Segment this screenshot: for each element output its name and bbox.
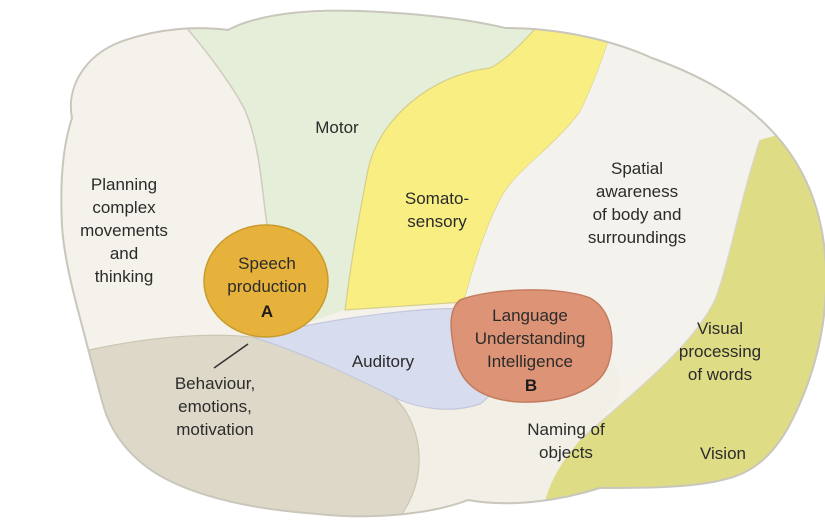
speech-marker-a: A: [260, 302, 274, 321]
visual-words-label: Visual processing of words: [678, 319, 762, 384]
language-marker-b: B: [524, 376, 538, 395]
vision-label: Vision: [700, 444, 746, 463]
speech-production-label: Speech production: [227, 254, 307, 296]
occipital-region: [540, 120, 825, 517]
naming-objects-label: Naming of objects: [527, 420, 605, 462]
language-area: [450, 289, 613, 403]
motor-label: Motor: [315, 118, 359, 137]
somatosensory-region: [344, 10, 621, 311]
language-label: Language Understanding Intelligence: [474, 306, 586, 371]
parietal-divider: [579, 139, 761, 441]
speech-production-area: [203, 224, 329, 338]
somatosensory-label: Somato- sensory: [404, 189, 470, 231]
brain-outline: [60, 9, 825, 518]
behaviour-label: Behaviour, emotions, motivation: [174, 374, 256, 439]
behaviour-leader-line: [213, 343, 249, 369]
spatial-awareness-label: Spatial awareness of body and surroundin…: [587, 159, 687, 247]
parietal-region: [464, 10, 783, 380]
planning-label: Planning complex movements and thinking: [80, 175, 168, 286]
auditory-label: Auditory: [351, 352, 415, 371]
